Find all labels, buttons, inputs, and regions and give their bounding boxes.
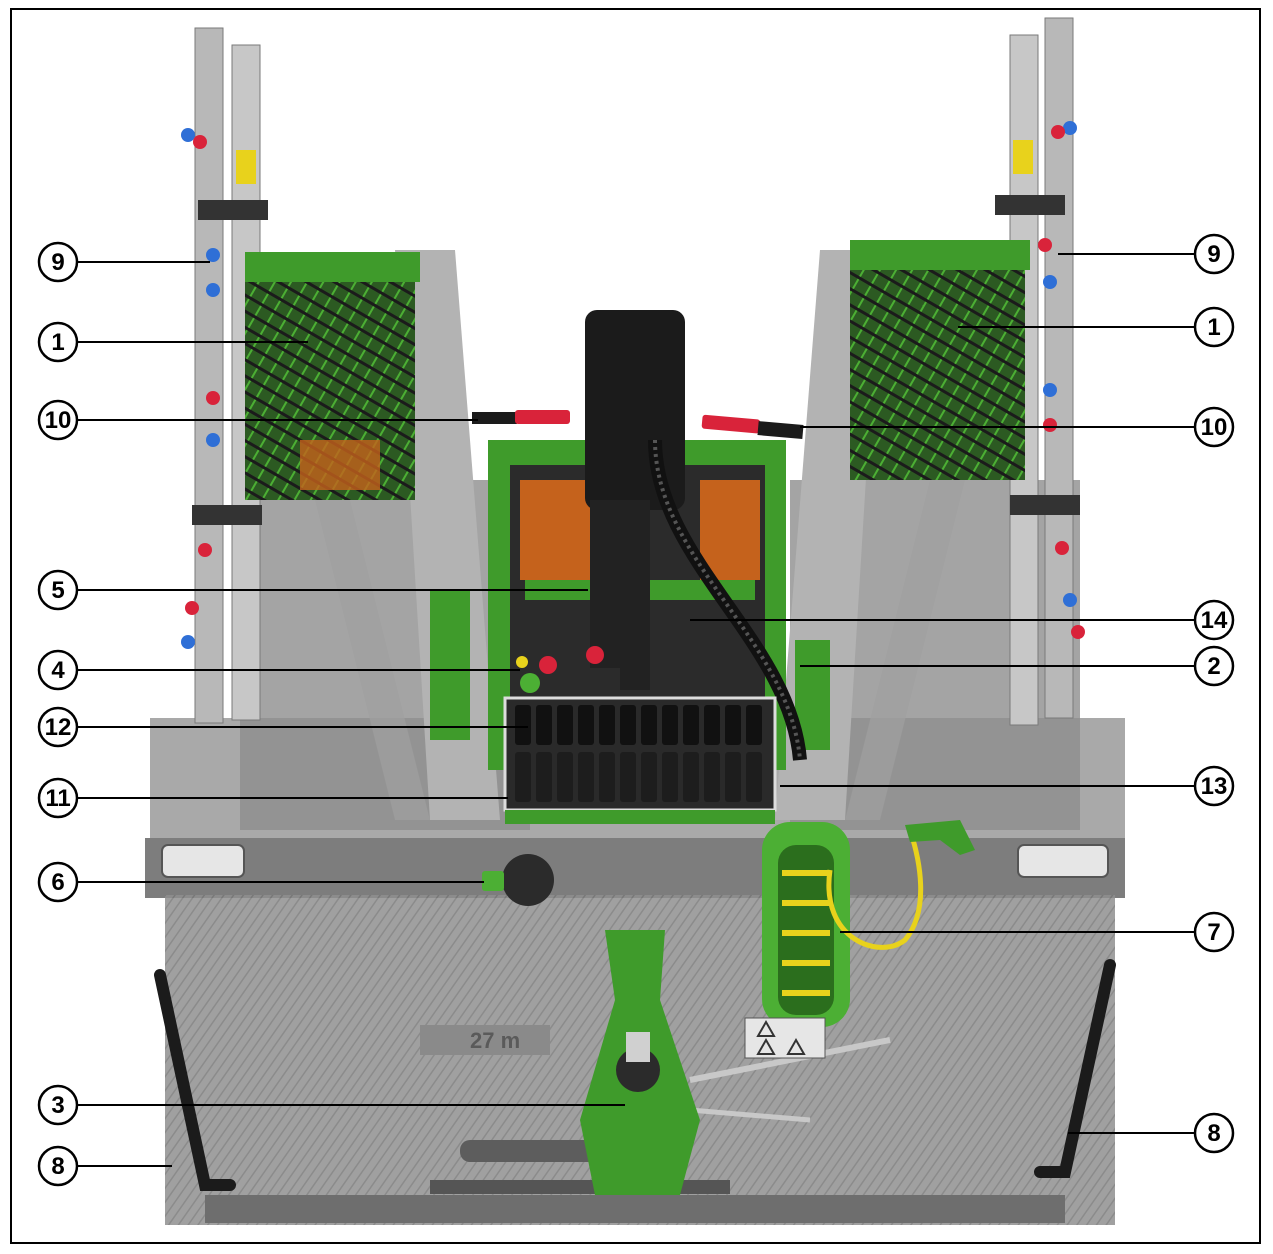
- valve-lower: [641, 752, 657, 802]
- valve-upper: [599, 705, 615, 745]
- callout-number: 9: [51, 249, 64, 276]
- valve-lower: [578, 752, 594, 802]
- callouts: 9 1 10 5 4 12 11 6 3 8 9 1 10 14 2 13 7 8: [37, 233, 1235, 1187]
- left-green-frame: [245, 252, 420, 500]
- side-handles: [154, 959, 1116, 1191]
- callout-number: 9: [1207, 241, 1220, 268]
- valve-upper: [704, 705, 720, 745]
- locking-handles: [472, 410, 804, 439]
- valve-upper: [515, 705, 531, 745]
- valve-lower: [704, 752, 720, 802]
- valve-upper: [620, 705, 636, 745]
- callout-circle: [37, 861, 79, 903]
- warning-triangle-icon: [744, 1017, 826, 1059]
- callout-number: 10: [45, 407, 72, 434]
- callout-number: 10: [1201, 414, 1228, 441]
- hose-reel: [762, 820, 975, 1027]
- valve-lower: [557, 752, 573, 802]
- valve-lower: [515, 752, 531, 802]
- callout-circle: [37, 399, 79, 441]
- callout-circle: [37, 569, 79, 611]
- nozzle-set-right: [1038, 121, 1085, 639]
- callout-number: 1: [51, 329, 64, 356]
- callout-circle: [37, 706, 79, 748]
- valve-upper: [725, 705, 741, 745]
- callout-circle: [1193, 1112, 1235, 1154]
- drawbar: [580, 930, 700, 1195]
- callout-circle: [1193, 645, 1235, 687]
- callout-number: 8: [1207, 1120, 1220, 1147]
- valve-upper: [578, 705, 594, 745]
- callout-circle: [37, 1145, 79, 1187]
- callout-number: 5: [51, 577, 64, 604]
- sign-27m: 27 m: [470, 1028, 520, 1053]
- nozzle-set-left: [181, 128, 220, 649]
- valve-lower: [683, 752, 699, 802]
- valve-lower: [599, 752, 615, 802]
- valve-lower: [536, 752, 552, 802]
- callout-number: 14: [1201, 607, 1228, 634]
- valve-upper: [557, 705, 573, 745]
- gray-chassis: [145, 250, 1125, 1225]
- valve-upper: [536, 705, 552, 745]
- callout-circle: [37, 241, 79, 283]
- callout-number: 11: [45, 785, 70, 812]
- callout-circle: [37, 321, 79, 363]
- callout-number: 2: [1207, 653, 1220, 680]
- valve-lower: [746, 752, 762, 802]
- callout-number: 1: [1207, 314, 1220, 341]
- callout-circle: [1193, 306, 1235, 348]
- valve-lower: [725, 752, 741, 802]
- callout-number: 6: [51, 869, 64, 896]
- callout-circle: [1193, 911, 1235, 953]
- callout-number: 3: [51, 1092, 64, 1119]
- valve-upper: [641, 705, 657, 745]
- callout-circle: [37, 649, 79, 691]
- valve-upper: [662, 705, 678, 745]
- callout-circle: [37, 1084, 79, 1126]
- fitting-6: [482, 854, 554, 906]
- callout-circle: [1193, 233, 1235, 275]
- valve-lower: [620, 752, 636, 802]
- callout-circle: [1193, 765, 1235, 807]
- valve-block: [503, 696, 777, 824]
- callout-number: 13: [1201, 773, 1228, 800]
- right-green-frame: [850, 240, 1030, 480]
- valve-upper: [746, 705, 762, 745]
- valve-lower: [662, 752, 678, 802]
- callout-number: 12: [45, 714, 72, 741]
- callout-number: 7: [1207, 919, 1220, 946]
- callout-circle: [37, 777, 79, 819]
- callout-number: 8: [51, 1153, 64, 1180]
- callout-circle: [1193, 406, 1235, 448]
- callout-number: 4: [51, 657, 65, 684]
- valve-upper: [683, 705, 699, 745]
- hose-bundle: [516, 310, 807, 761]
- callout-circle: [1193, 599, 1235, 641]
